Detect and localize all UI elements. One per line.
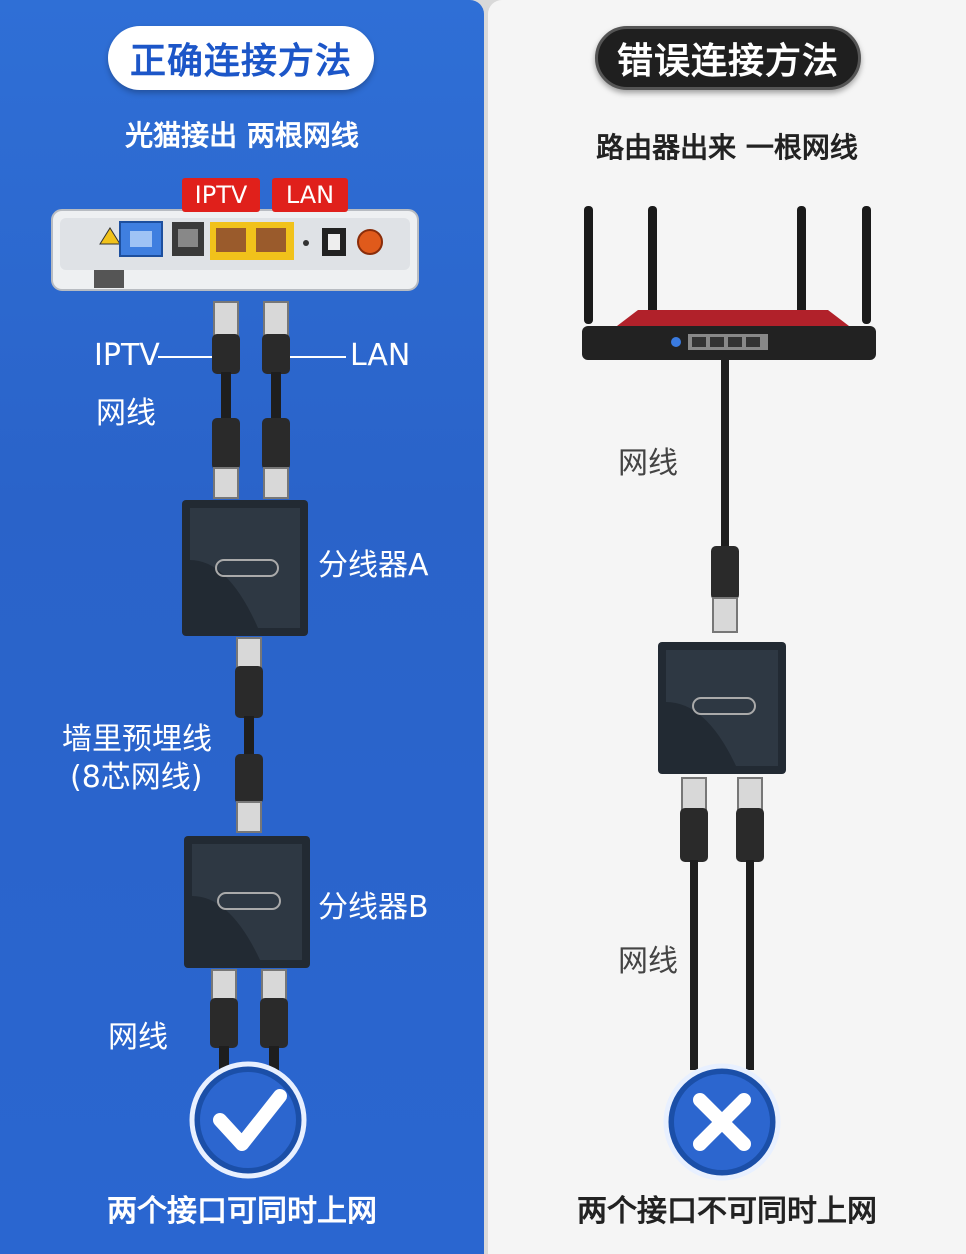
correct-method-title: 正确连接方法 [108, 26, 374, 90]
wall-cable [235, 637, 263, 833]
label-iptv: IPTV [94, 338, 160, 373]
wrong-method-title: 错误连接方法 [595, 26, 861, 90]
splitter-a [182, 500, 308, 636]
label-splitter-a: 分线器A [318, 548, 429, 583]
wrong-method-subtitle: 路由器出来 一根网线 [596, 131, 858, 164]
single-cable [711, 360, 739, 633]
wrong-result: 两个接口不可同时上网 [577, 1194, 877, 1229]
lan-cable [262, 301, 290, 499]
wrong-method-panel: 错误连接方法 路由器出来 一根网线 [488, 0, 966, 1254]
router [582, 206, 876, 360]
label-wall-cable: 墙里预埋线 [62, 722, 212, 757]
port-tag-iptv: IPTV [182, 178, 260, 212]
optical-modem [51, 209, 419, 291]
wrong-diagram [582, 206, 876, 1181]
label-cable-top: 网线 [618, 446, 678, 481]
label-cable-bottom: 网线 [618, 944, 678, 979]
port-tag-lan: LAN [272, 178, 348, 212]
splitter-b [184, 836, 310, 968]
iptv-cable [212, 301, 240, 499]
label-splitter-b: 分线器B [318, 890, 429, 925]
correct-result: 两个接口可同时上网 [107, 1194, 377, 1229]
label-cable: 网线 [108, 1020, 168, 1055]
cross-icon [663, 1063, 781, 1181]
correct-method-panel: 正确连接方法 光猫接出 两根网线 [0, 0, 484, 1254]
check-icon [189, 1061, 307, 1179]
label-wall-cable-type: (8芯网线) [70, 760, 203, 795]
label-iptv-cable: 网线 [96, 396, 156, 431]
splitter [658, 642, 786, 774]
label-lan: LAN [350, 338, 411, 373]
bottom-cables [210, 969, 288, 1086]
correct-method-subtitle: 光猫接出 两根网线 [125, 119, 359, 152]
correct-diagram [51, 209, 419, 1179]
two-cables [680, 777, 764, 1070]
